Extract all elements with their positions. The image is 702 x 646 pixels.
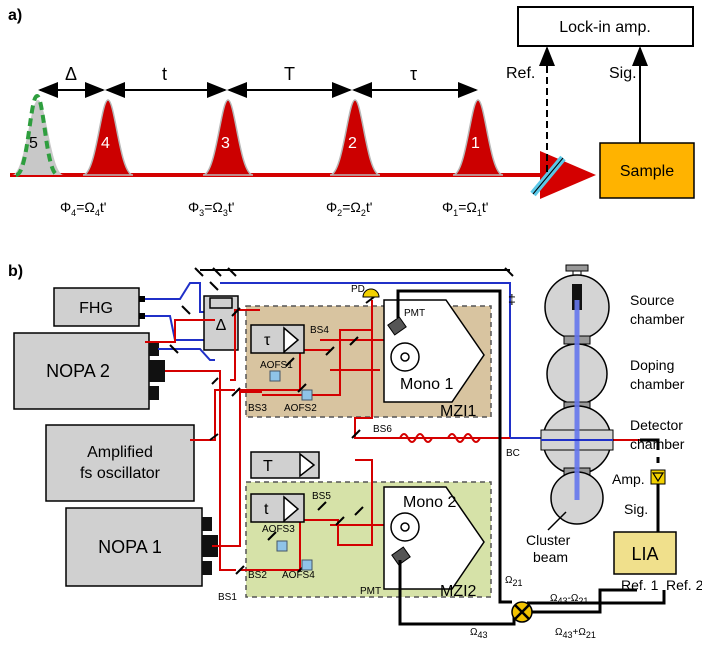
chamber-label-2: chamber [630,311,685,327]
aofs1-label: AOFS1 [260,360,293,371]
diff-frequency-label: Ω43-Ω21 [550,593,588,606]
pulse-2 [329,99,381,176]
ref-label: Ref. [506,65,535,82]
mzi2-label: MZI2 [440,583,477,600]
lia-label: LIA [631,544,658,564]
sample-box [599,142,695,199]
pulse-5-number: 5 [29,135,38,152]
delta-label: Δ [216,317,227,334]
bc-label: BC [506,448,520,459]
phase-4-label: Φ4=Ω4t' [60,199,106,218]
delay-T: T [284,64,295,84]
t-stage [250,493,305,523]
nopa1-label: NOPA 1 [98,537,162,557]
pmt-top-icon [387,316,407,336]
mono1-box [383,299,485,403]
panel-a-label: a) [8,7,22,24]
bs1-label: BS1 [218,592,237,603]
omega21-label: Ω21 [505,575,523,588]
bs2-label: BS2 [248,570,267,581]
sig-label-b: Sig. [624,501,648,517]
chamber-label-1: Source [630,292,675,308]
pulse-1 [452,99,504,176]
pulse-2-number: 2 [348,135,357,152]
phase-1-label: Φ1=Ω1t' [442,199,488,218]
nopa2-label: NOPA 2 [46,361,110,381]
pulse-5-shadow [12,100,64,175]
oscillator-box [45,424,195,502]
sum-frequency-label: Ω43+Ω21 [555,627,596,640]
pmt-top-label: PMT [404,308,425,319]
sig-label: Sig. [609,65,637,82]
sample-label: Sample [620,163,674,180]
delay-t: t [162,64,167,84]
fhg-label: FHG [79,300,113,317]
photodiode-icon [362,288,380,298]
delay-tau: τ [410,64,417,84]
cluster-label-1: Cluster [526,532,571,548]
aofs3-icon [276,540,288,552]
bs3-label: BS3 [248,403,267,414]
vacuum-chambers [540,264,614,525]
pulse-train [399,433,481,443]
pulse-1-number: 1 [471,135,480,152]
lockin-box [517,6,694,47]
phase-2-label: Φ2=Ω2t' [326,199,372,218]
pmt-bottom-label: PMT [360,586,381,597]
bs6-label: BS6 [373,424,392,435]
aofs4-label: AOFS4 [282,570,315,581]
panel-b-label: b) [8,263,23,280]
lockin-label: Lock-in amp. [559,19,651,36]
mono2-label: Mono 2 [403,494,456,511]
bs5-label: BS5 [312,491,331,502]
nopa1-box [65,507,203,587]
pmt-bottom-icon [391,546,411,566]
tau-stage [250,324,305,354]
oscillator-label-1: Amplified [87,444,153,461]
chamber-label-6: chamber [630,436,685,452]
phase-labels: Φ4=Ω4t' Φ3=Ω3t' Φ2=Ω2t' Φ1=Ω1t' [60,199,488,218]
t-label: t [264,501,269,518]
phase-3-label: Φ3=Ω3t' [188,199,234,218]
mono1-label: Mono 1 [400,376,453,393]
pulse-3 [202,99,254,176]
pd-label: PD [351,284,365,295]
aofs3-label: AOFS3 [262,524,295,535]
mzi1-label: MZI1 [440,403,477,420]
pulse-4 [82,99,134,176]
mono2-box [383,486,485,590]
aofs1-icon [269,370,281,382]
aofs4-icon [301,559,313,571]
blue-beams [145,282,511,438]
pulse-3-number: 3 [221,135,230,152]
ref1-label: Ref. 1 [621,577,659,593]
chamber-label-5: Detector [630,417,683,433]
lia-box [613,531,677,575]
svg-text:‡: ‡ [508,291,516,307]
T-label: T [263,458,273,475]
pulse-5-dashed [14,93,60,177]
omega43-label: Ω43 [470,627,488,640]
chamber-label-3: Doping [630,357,674,373]
chamber-label-4: chamber [630,376,685,392]
fhg-box [53,287,140,327]
ref2-label: Ref. 2 [666,577,702,593]
tau-label: τ [264,332,271,349]
amp-label: Amp. [612,471,645,487]
aofs2-icon [301,389,313,401]
oscillator-label-2: fs oscillator [80,465,161,482]
cluster-label-2: beam [533,549,568,565]
delay-delta: Δ [65,64,77,84]
bs4-label: BS4 [310,325,329,336]
pulse-4-number: 4 [101,135,110,152]
aofs2-label: AOFS2 [284,403,317,414]
